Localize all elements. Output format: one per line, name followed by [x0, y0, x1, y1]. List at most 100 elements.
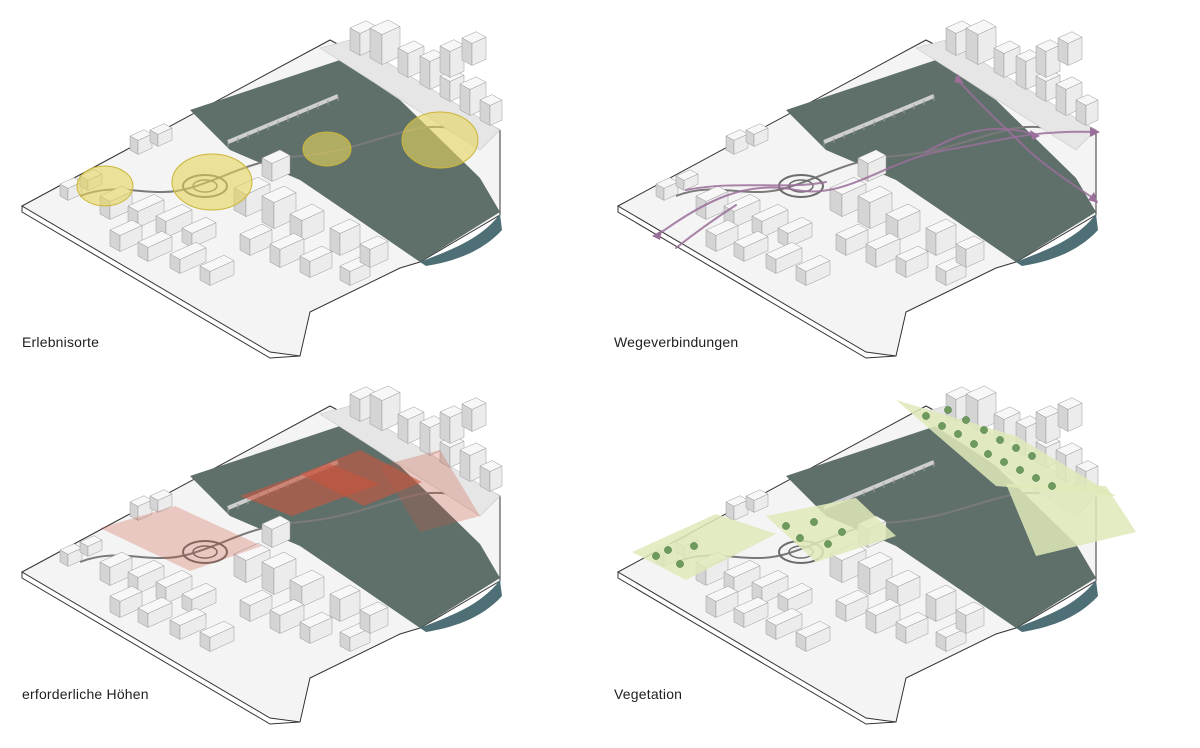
- building: [955, 235, 985, 268]
- building: [895, 245, 929, 278]
- tree-icon: [962, 416, 970, 424]
- building: [925, 218, 957, 256]
- panel-caption: Erlebnisorte: [22, 334, 100, 350]
- panel-caption: Wegeverbindungen: [614, 334, 739, 350]
- bridge: [823, 94, 935, 144]
- tree-icon: [824, 540, 832, 548]
- building: [1057, 31, 1083, 66]
- spiral-ramp-inner: [192, 545, 218, 559]
- building: [181, 582, 217, 614]
- panel-wegeverbindungen: Wegeverbindungen: [596, 0, 1196, 374]
- panel-vegetation: Vegetation: [596, 366, 1196, 740]
- building: [299, 245, 333, 278]
- building: [695, 185, 729, 220]
- tree-icon: [664, 546, 672, 554]
- path-connection-lines: [652, 74, 1100, 249]
- plate-edge: [21, 206, 301, 359]
- building: [777, 216, 813, 248]
- tree-icon: [1028, 452, 1036, 460]
- arrowhead-icon: [652, 230, 662, 240]
- building: [461, 397, 487, 432]
- building: [137, 596, 173, 628]
- building: [169, 242, 207, 274]
- isometric-map-wegeverbindungen: [616, 19, 1100, 359]
- plate-edge: [617, 206, 897, 359]
- river-edge: [1016, 580, 1098, 632]
- arrowhead-icon: [1030, 130, 1040, 140]
- building: [359, 235, 389, 268]
- tree-icon: [676, 560, 684, 568]
- building: [199, 254, 235, 286]
- building: [329, 218, 361, 256]
- building: [1035, 39, 1061, 78]
- building: [439, 405, 465, 444]
- building: [835, 223, 869, 256]
- panel-erforderliche-hoehen: erforderliche Höhen: [0, 366, 600, 740]
- highlight-circle: [401, 111, 479, 169]
- tree-icon: [690, 542, 698, 550]
- building: [865, 598, 901, 634]
- height-zone: [100, 506, 262, 571]
- river: [190, 426, 500, 628]
- building: [149, 489, 173, 513]
- curved-walkway: [675, 125, 1077, 197]
- vegetation-area: [1006, 484, 1136, 556]
- tree-icon: [838, 528, 846, 536]
- vegetation-area: [766, 498, 896, 562]
- highlight-circle: [302, 131, 352, 167]
- highlight-circle: [76, 165, 134, 207]
- base-map: [20, 385, 503, 725]
- building: [369, 385, 401, 432]
- building: [725, 495, 749, 521]
- building: [965, 19, 997, 66]
- height-zone: [380, 450, 480, 532]
- tree-icon: [984, 450, 992, 458]
- path-connection: [685, 181, 827, 191]
- bridge: [227, 94, 339, 144]
- building: [723, 560, 761, 594]
- spiral-ramp: [182, 540, 228, 564]
- building: [79, 535, 103, 557]
- tree-icon: [652, 552, 660, 560]
- panel-caption: Vegetation: [614, 686, 683, 702]
- tree-icon: [796, 534, 804, 542]
- tree-icon: [944, 406, 952, 414]
- building: [733, 230, 769, 262]
- building: [149, 123, 173, 147]
- path-connection: [955, 77, 1097, 201]
- panel-erlebnisorte: Erlebnisorte: [0, 0, 600, 374]
- building: [1035, 405, 1061, 444]
- building: [461, 31, 487, 66]
- path-connection: [675, 204, 737, 249]
- arrowhead-icon: [1090, 127, 1100, 137]
- building: [1057, 397, 1083, 432]
- tree-icon: [980, 426, 988, 434]
- path-connection: [655, 130, 1097, 237]
- panel-caption: erforderliche Höhen: [22, 686, 149, 702]
- building: [733, 596, 769, 628]
- isometric-map-erlebnisorte: [20, 19, 503, 359]
- arrowhead-icon: [1088, 192, 1098, 203]
- building: [129, 495, 153, 521]
- path-connection: [925, 127, 1037, 153]
- height-zone: [300, 450, 422, 506]
- building: [169, 608, 207, 640]
- isometric-map-vegetation: [616, 385, 1136, 725]
- building: [199, 620, 235, 652]
- building: [181, 216, 217, 248]
- tree-icon: [954, 430, 962, 438]
- river-edge: [420, 214, 502, 266]
- building: [865, 232, 901, 268]
- required-height-zones: [100, 450, 480, 571]
- building: [765, 242, 803, 274]
- building: [59, 177, 83, 201]
- tree-icon: [922, 412, 930, 420]
- building: [955, 601, 985, 634]
- building: [59, 543, 83, 567]
- river: [190, 60, 500, 262]
- tree-cluster: [652, 406, 1056, 568]
- river: [786, 60, 1096, 262]
- arrowhead-icon: [954, 74, 964, 84]
- building: [339, 622, 371, 652]
- base-map: [20, 19, 503, 359]
